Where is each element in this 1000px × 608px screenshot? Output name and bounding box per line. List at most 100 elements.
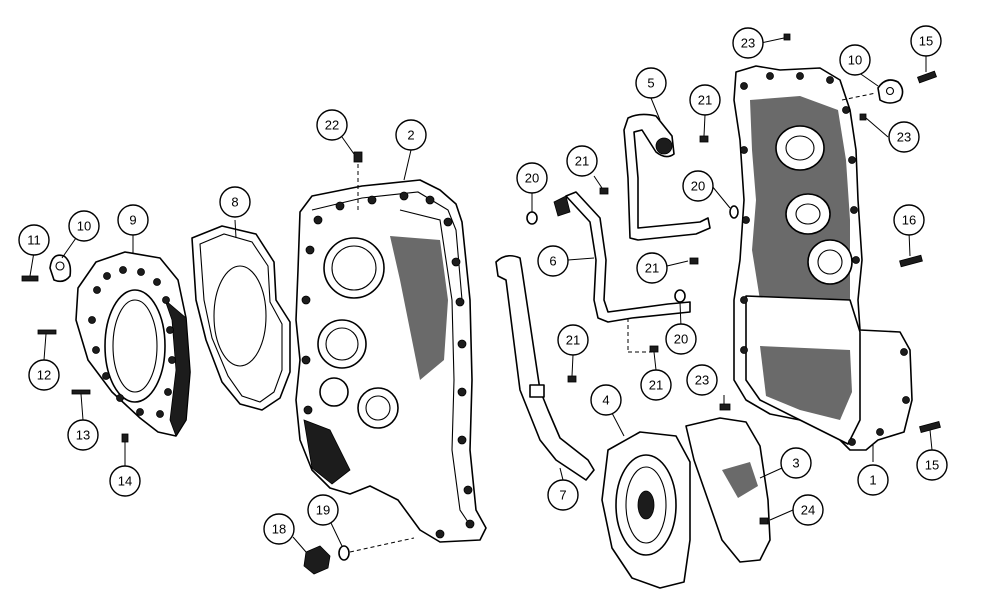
svg-text:2: 2 [407,128,414,143]
callout-23-a: 23 [732,27,764,59]
callout-23-b: 23 [888,121,920,153]
bolt-14 [121,433,129,443]
bolt-15-bottom [919,421,941,433]
bolt-13 [71,389,91,395]
svg-text:23: 23 [897,130,911,145]
svg-text:21: 21 [645,261,659,276]
callout-19: 19 [307,494,339,526]
callout-23-c: 23 [686,364,718,396]
callout-22: 22 [316,109,348,141]
svg-text:8: 8 [231,195,238,210]
svg-text:14: 14 [118,474,132,489]
svg-text:21: 21 [575,154,589,169]
callout-21-c: 21 [636,252,668,284]
svg-text:4: 4 [602,393,609,408]
o-ring-20b [729,205,739,219]
rear-housing-bolt-holes [740,72,910,446]
plug-23a [783,33,791,41]
callout-3: 3 [780,447,812,479]
svg-text:9: 9 [129,213,136,228]
callout-10-left: 10 [68,210,100,242]
callout-14: 14 [109,465,141,497]
svg-text:15: 15 [919,34,933,49]
callout-5: 5 [635,67,667,99]
drain-plug-o-ring [338,545,350,561]
main-housing [295,179,487,543]
gasket [191,225,291,411]
svg-text:3: 3 [792,456,799,471]
callout-15-bottom: 15 [916,449,948,481]
svg-text:12: 12 [37,368,51,383]
small-cover-plate-right [877,79,904,104]
leader-lines [29,37,933,553]
svg-text:1: 1 [869,473,876,488]
callout-21-e: 21 [640,369,672,401]
callout-4: 4 [590,384,622,416]
fastener-21d [567,375,577,383]
o-ring-20c [674,289,686,303]
svg-text:20: 20 [691,179,705,194]
o-ring-20a [526,211,538,225]
callout-7: 7 [547,479,579,511]
svg-text:23: 23 [741,36,755,51]
callout-10-right: 10 [839,44,871,76]
svg-text:10: 10 [77,219,91,234]
svg-text:21: 21 [566,333,580,348]
svg-text:7: 7 [559,488,566,503]
plug-23b [859,113,867,121]
callout-11: 11 [18,224,50,256]
svg-text:21: 21 [698,93,712,108]
callout-24: 24 [792,494,824,526]
callout-20-c: 20 [665,323,697,355]
bolt-11 [21,275,39,282]
callout-2: 2 [395,119,427,151]
fastener-21e [649,345,659,353]
plug-23c [719,403,731,411]
callout-15-top: 15 [910,25,942,57]
rear-housing [733,65,913,451]
svg-text:22: 22 [325,118,339,133]
svg-text:18: 18 [272,522,286,537]
callout-1: 1 [857,464,889,496]
callout-18: 18 [263,513,295,545]
fastener-21c [689,257,699,265]
callout-9: 9 [117,204,149,236]
bolt-15-top [917,70,937,84]
callout-21-d: 21 [557,324,589,356]
fastener-21b [599,187,609,195]
small-cover-plate-left [49,254,72,283]
svg-text:16: 16 [902,213,916,228]
callout-20-a: 20 [516,162,548,194]
svg-text:10: 10 [848,53,862,68]
housing-plug [353,151,363,210]
shield-plate [685,417,771,563]
callout-6: 6 [537,245,569,277]
svg-text:19: 19 [316,503,330,518]
seal-plate [601,431,691,589]
callout-8: 8 [219,186,251,218]
screw-24 [759,517,769,525]
svg-text:20: 20 [525,171,539,186]
callout-20-b: 20 [682,170,714,202]
hose [623,113,711,241]
callout-16: 16 [893,204,925,236]
svg-text:15: 15 [925,458,939,473]
cover-bolt-holes [88,266,176,418]
bolt-12 [37,329,57,335]
svg-text:5: 5 [647,76,654,91]
svg-text:20: 20 [674,332,688,347]
front-cover-plate [75,251,191,437]
svg-text:11: 11 [27,233,41,248]
long-tube [495,254,595,481]
svg-text:24: 24 [801,503,815,518]
svg-text:21: 21 [649,378,663,393]
svg-text:6: 6 [549,254,556,269]
pipe [553,191,691,323]
bolt-16 [899,254,923,268]
drain-plug [303,545,331,575]
callout-21-a: 21 [689,84,721,116]
fastener-21a [699,135,709,143]
callout-21-b: 21 [566,145,598,177]
svg-text:13: 13 [76,428,90,443]
svg-text:23: 23 [695,373,709,388]
